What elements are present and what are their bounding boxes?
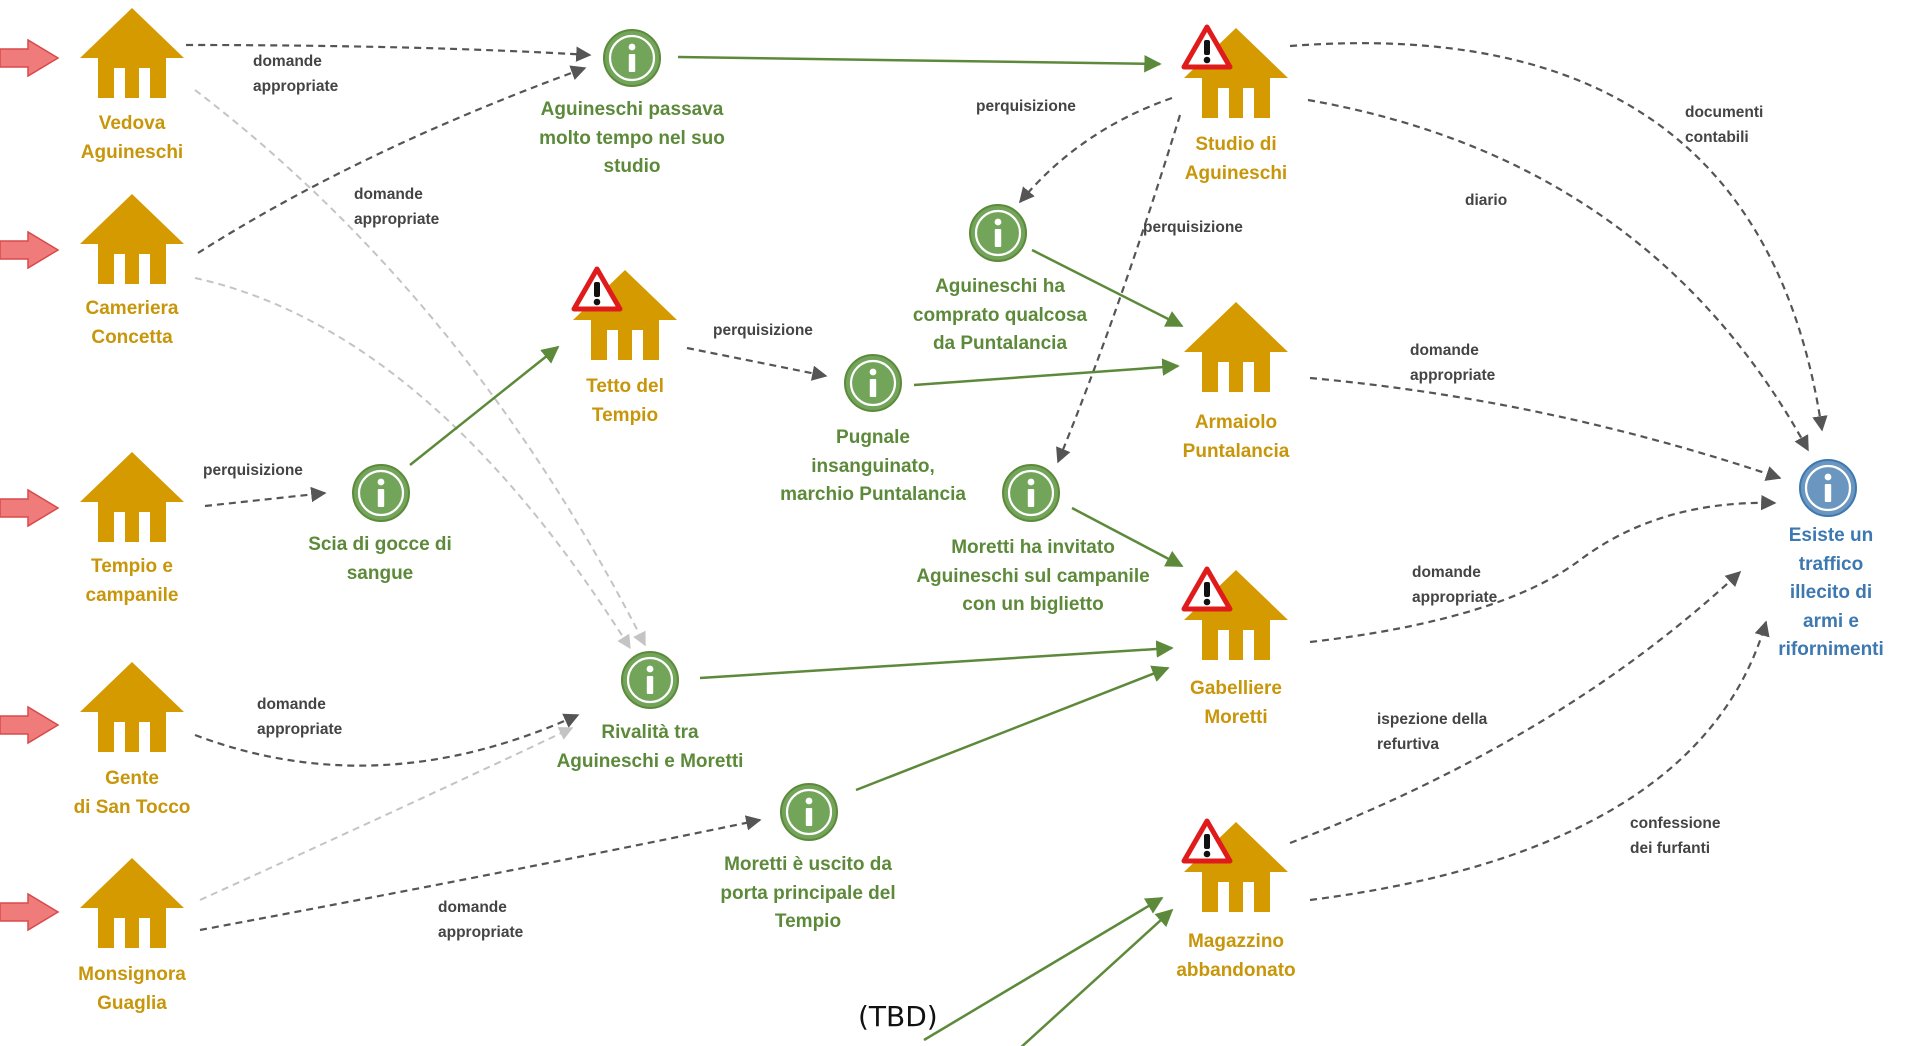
arrow-gabelliere-goal xyxy=(1309,494,1777,644)
edge-label-gabelliere-domande: domande appropriate xyxy=(1412,564,1498,606)
clue-label-scia: Scia di gocce di sangue xyxy=(308,534,452,584)
location-label-vedova: Vedova Aguineschi xyxy=(80,113,184,163)
house-icon-cameriera xyxy=(80,194,184,284)
info-icon-uscito xyxy=(779,782,839,842)
arrow-tbd-magazzino-2 xyxy=(1020,908,1174,1046)
arrow-uscito-gabelliere xyxy=(855,665,1170,792)
arrow-monsignora-uscito xyxy=(199,815,762,932)
arrow-scia-tetto xyxy=(409,345,560,466)
location-label-gente: Gente di San Tocco xyxy=(73,768,191,818)
clue-label-uscito: Moretti è uscito da porta principale del… xyxy=(720,854,896,932)
house-icon-gente xyxy=(80,662,184,752)
info-icon-pugnale xyxy=(843,353,903,413)
house-icon-tempio xyxy=(80,452,184,542)
arrow-vedova-passava xyxy=(185,43,592,62)
house-icon-armaiolo xyxy=(1184,302,1288,392)
edge-label-documenti: documenti contabili xyxy=(1685,104,1764,146)
arrow-monsignora-rivalita xyxy=(199,727,574,901)
arrow-pugnale-armaiolo xyxy=(913,358,1180,387)
entry-arrow-monsignora xyxy=(0,893,59,931)
arrow-comprato-armaiolo xyxy=(1031,248,1184,328)
clue-label-passava: Aguineschi passava molto tempo nel suo s… xyxy=(539,99,725,177)
entry-arrow-tempio xyxy=(0,489,59,527)
clue-label-invitato: Moretti ha invitato Aguineschi sul campa… xyxy=(916,537,1150,615)
edge-label-ispezione: ispezione della refurtiva xyxy=(1377,711,1488,753)
arrow-studio-goal-documenti xyxy=(1289,42,1828,432)
location-label-tempio: Tempio e campanile xyxy=(85,556,179,606)
arrow-rivalita-gabelliere xyxy=(699,640,1174,680)
info-icon-scia xyxy=(351,463,411,523)
location-label-armaiolo: Armaiolo Puntalancia xyxy=(1182,412,1290,462)
info-icon-invitato xyxy=(1001,463,1061,523)
edge-label-tempio-perquisizione: perquisizione xyxy=(203,462,303,479)
edge-label-confessione: confessione dei furfanti xyxy=(1630,815,1721,857)
location-label-cameriera: Cameriera Concetta xyxy=(85,298,179,348)
location-label-magazzino: Magazzino abbandonato xyxy=(1176,931,1296,981)
arrow-tempio-scia xyxy=(204,486,327,508)
edge-label-gente-domande: domande appropriate xyxy=(257,696,343,738)
edge-label-vedova-domande: domande appropriate xyxy=(253,53,339,95)
entry-arrow-vedova xyxy=(0,39,59,77)
edge-label-tetto-perquisizione: perquisizione xyxy=(713,322,813,339)
arrow-studio-invitato xyxy=(1056,114,1182,464)
clue-label-pugnale: Pugnale insanguinato, marchio Puntalanci… xyxy=(780,427,966,505)
goal-label: Esiste un traffico illecito di armi e ri… xyxy=(1778,525,1884,660)
arrow-tbd-magazzino-1 xyxy=(923,896,1164,1042)
tbd-label: (TBD) xyxy=(858,1000,938,1033)
arrow-magazzino-goal-ispezione xyxy=(1289,570,1742,845)
location-label-studio: Studio di Aguineschi xyxy=(1184,134,1288,184)
location-label-gabelliere: Gabelliere Moretti xyxy=(1190,678,1282,728)
arrow-invitato-gabelliere xyxy=(1071,506,1184,568)
entry-arrow-gente xyxy=(0,706,59,744)
arrow-passava-studio xyxy=(677,55,1162,73)
edge-label-studio-perquisizione-1: perquisizione xyxy=(976,98,1076,115)
edge-label-monsignora-domande: domande appropriate xyxy=(438,899,524,941)
arrow-cameriera-rivalita xyxy=(194,277,631,650)
edge-label-studio-perquisizione-2: perquisizione xyxy=(1143,219,1243,236)
arrow-studio-goal-diario xyxy=(1307,98,1809,452)
arrow-gente-rivalita xyxy=(194,713,580,767)
entry-arrow-cameriera xyxy=(0,231,59,269)
house-icon-monsignora xyxy=(80,858,184,948)
arrow-cameriera-passava xyxy=(197,65,587,254)
clue-label-rivalita: Rivalità tra Aguineschi e Moretti xyxy=(556,722,744,772)
location-label-tetto: Tetto del Tempio xyxy=(586,376,664,426)
edge-label-diario: diario xyxy=(1465,192,1508,209)
clue-label-comprato: Aguineschi ha comprato qualcosa da Punta… xyxy=(912,276,1088,354)
arrow-vedova-rivalita xyxy=(194,89,646,647)
info-icon-rivalita xyxy=(620,650,680,710)
arrow-tetto-pugnale xyxy=(686,346,828,381)
location-label-monsignora: Monsignora Guaglia xyxy=(78,964,186,1014)
info-icon-comprato xyxy=(968,203,1028,263)
arrow-armaiolo-goal xyxy=(1309,376,1782,481)
info-icon-passava xyxy=(602,28,662,88)
info-icon-goal xyxy=(1798,458,1858,518)
edge-label-armaiolo-domande: domande appropriate xyxy=(1410,342,1496,384)
edge-label-cameriera-domande: domande appropriate xyxy=(354,186,440,228)
house-icon-vedova xyxy=(80,8,184,98)
arrow-magazzino-goal-confessione xyxy=(1309,620,1770,902)
